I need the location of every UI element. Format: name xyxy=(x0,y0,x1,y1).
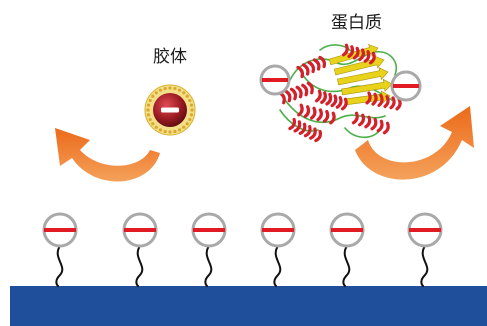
right-repulsion-arrow xyxy=(355,106,474,180)
substrate-bar xyxy=(10,286,487,326)
protein-negative-marker-right xyxy=(390,70,422,102)
tethered-group-4 xyxy=(260,212,296,287)
protein-structure xyxy=(278,43,402,143)
tethered-group-1 xyxy=(42,212,78,287)
colloid-label: 胶体 xyxy=(153,47,187,67)
surface-charge-groups xyxy=(42,212,443,287)
tethered-group-5 xyxy=(329,212,365,287)
left-repulsion-arrow xyxy=(55,128,160,182)
tethered-group-3 xyxy=(191,212,227,287)
protein-label: 蛋白质 xyxy=(331,13,382,33)
protein-negative-marker-left xyxy=(259,64,291,96)
tethered-group-6 xyxy=(407,212,443,287)
colloid-negative-sign xyxy=(161,107,179,113)
tethered-group-2 xyxy=(122,212,158,287)
colloid-particle xyxy=(144,84,196,136)
